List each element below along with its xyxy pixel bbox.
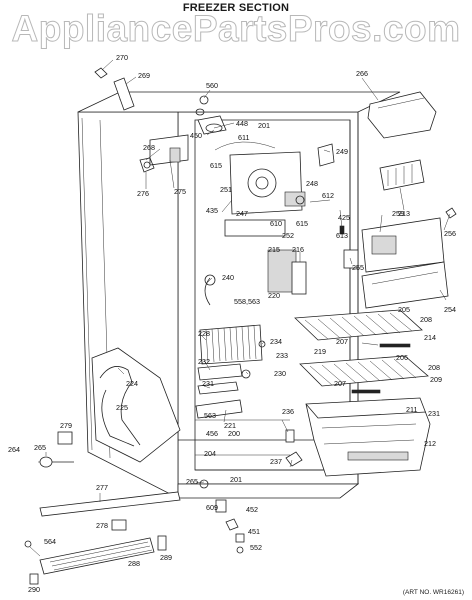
part-label: 259 bbox=[392, 209, 404, 218]
part-label: 224 bbox=[126, 379, 138, 388]
part-label: 277 bbox=[96, 483, 108, 492]
part-label: 216 bbox=[292, 245, 304, 254]
part-label: 290 bbox=[28, 585, 40, 594]
part-label: 611 bbox=[238, 133, 249, 142]
part-label: 232 bbox=[198, 357, 210, 366]
part-label: 205 bbox=[398, 305, 410, 314]
part-label: 266 bbox=[356, 69, 368, 78]
part-label: 255 bbox=[352, 263, 364, 272]
control-housing bbox=[139, 134, 189, 173]
part-label: 275 bbox=[174, 187, 186, 196]
insulation-panel bbox=[91, 347, 181, 463]
part-label: 609 bbox=[206, 503, 218, 512]
top-hardware bbox=[94, 67, 335, 167]
watermark: AppliancePartsPros.com bbox=[11, 8, 461, 50]
part-label: 279 bbox=[60, 421, 72, 430]
part-label: 234 bbox=[270, 337, 282, 346]
part-label: 615 bbox=[296, 219, 308, 228]
bottom-hardware bbox=[199, 429, 303, 554]
part-label: 425 bbox=[338, 213, 350, 222]
part-label: 206 bbox=[396, 353, 408, 362]
part-label: 558,563 bbox=[234, 297, 260, 306]
part-label: 240 bbox=[222, 273, 234, 282]
part-label: 233 bbox=[276, 351, 288, 360]
air-duct bbox=[195, 108, 227, 135]
part-label: 268 bbox=[143, 143, 155, 152]
part-label: 254 bbox=[444, 305, 456, 314]
freezer-basket bbox=[305, 397, 431, 477]
lower-parts bbox=[24, 431, 181, 585]
art-number: (ART NO. WR16261) bbox=[402, 589, 464, 596]
part-label: 208 bbox=[428, 363, 440, 372]
part-label: 214 bbox=[424, 333, 436, 342]
evaporator-fan-assembly bbox=[214, 141, 306, 215]
part-label: 212 bbox=[424, 439, 436, 448]
part-label: 237 bbox=[270, 457, 282, 466]
part-label: 450 bbox=[190, 131, 202, 140]
part-label: 221 bbox=[224, 421, 236, 430]
part-label: 456 bbox=[206, 429, 218, 438]
heater-assembly bbox=[204, 219, 307, 306]
part-label: 230 bbox=[274, 369, 286, 378]
part-label: 211 bbox=[406, 405, 417, 414]
part-labels: 270 269 560 266 448 450 611 201 268 249 … bbox=[8, 53, 456, 594]
evaporator-coil bbox=[199, 324, 266, 365]
part-label: 231 bbox=[428, 409, 440, 418]
ice-tray-and-racks bbox=[339, 91, 457, 309]
part-label: 288 bbox=[128, 559, 140, 568]
part-label: 265 bbox=[186, 477, 198, 486]
leader-lines bbox=[29, 59, 451, 557]
part-label: 270 bbox=[116, 53, 128, 62]
drain-trough bbox=[195, 363, 251, 419]
wire-shelves bbox=[294, 309, 429, 394]
part-label: 256 bbox=[444, 229, 456, 238]
part-label: 207 bbox=[334, 379, 346, 388]
part-label: 247 bbox=[236, 209, 248, 218]
part-label: 228 bbox=[198, 329, 210, 338]
part-label: 265 bbox=[34, 443, 46, 452]
part-label: 613 bbox=[336, 231, 348, 240]
part-label: 451 bbox=[248, 527, 260, 536]
part-label: 448 bbox=[236, 119, 248, 128]
part-label: 207 bbox=[336, 337, 348, 346]
part-label: 249 bbox=[336, 147, 348, 156]
part-label: 269 bbox=[138, 71, 150, 80]
part-label: 219 bbox=[314, 347, 326, 356]
part-label: 208 bbox=[420, 315, 432, 324]
part-label: 201 bbox=[230, 475, 242, 484]
part-label: 225 bbox=[116, 403, 128, 412]
part-label: 276 bbox=[137, 189, 149, 198]
part-label: 200 bbox=[228, 429, 240, 438]
part-label: 213 bbox=[398, 209, 410, 218]
part-label: 610 bbox=[270, 219, 282, 228]
part-label: 215 bbox=[268, 245, 280, 254]
part-label: 231 bbox=[202, 379, 214, 388]
part-label: 563 bbox=[204, 411, 216, 420]
part-label: 201 bbox=[258, 121, 270, 130]
part-label: 612 bbox=[322, 191, 334, 200]
part-label: 251 bbox=[220, 185, 232, 194]
part-label: 560 bbox=[206, 81, 218, 90]
part-label: 236 bbox=[282, 407, 294, 416]
page-title: FREEZER SECTION bbox=[182, 2, 290, 14]
part-label: 435 bbox=[206, 206, 218, 215]
part-label: 248 bbox=[306, 179, 318, 188]
part-label: 220 bbox=[268, 291, 280, 300]
part-label: 252 bbox=[282, 231, 294, 240]
part-label: 289 bbox=[160, 553, 172, 562]
part-label: 615 bbox=[210, 161, 222, 170]
part-label: 204 bbox=[204, 449, 216, 458]
part-label: 209 bbox=[430, 375, 442, 384]
part-label: 278 bbox=[96, 521, 108, 530]
part-label: 564 bbox=[44, 537, 56, 546]
part-label: 264 bbox=[8, 445, 20, 454]
part-label: 552 bbox=[250, 543, 262, 552]
part-label: 452 bbox=[246, 505, 258, 514]
